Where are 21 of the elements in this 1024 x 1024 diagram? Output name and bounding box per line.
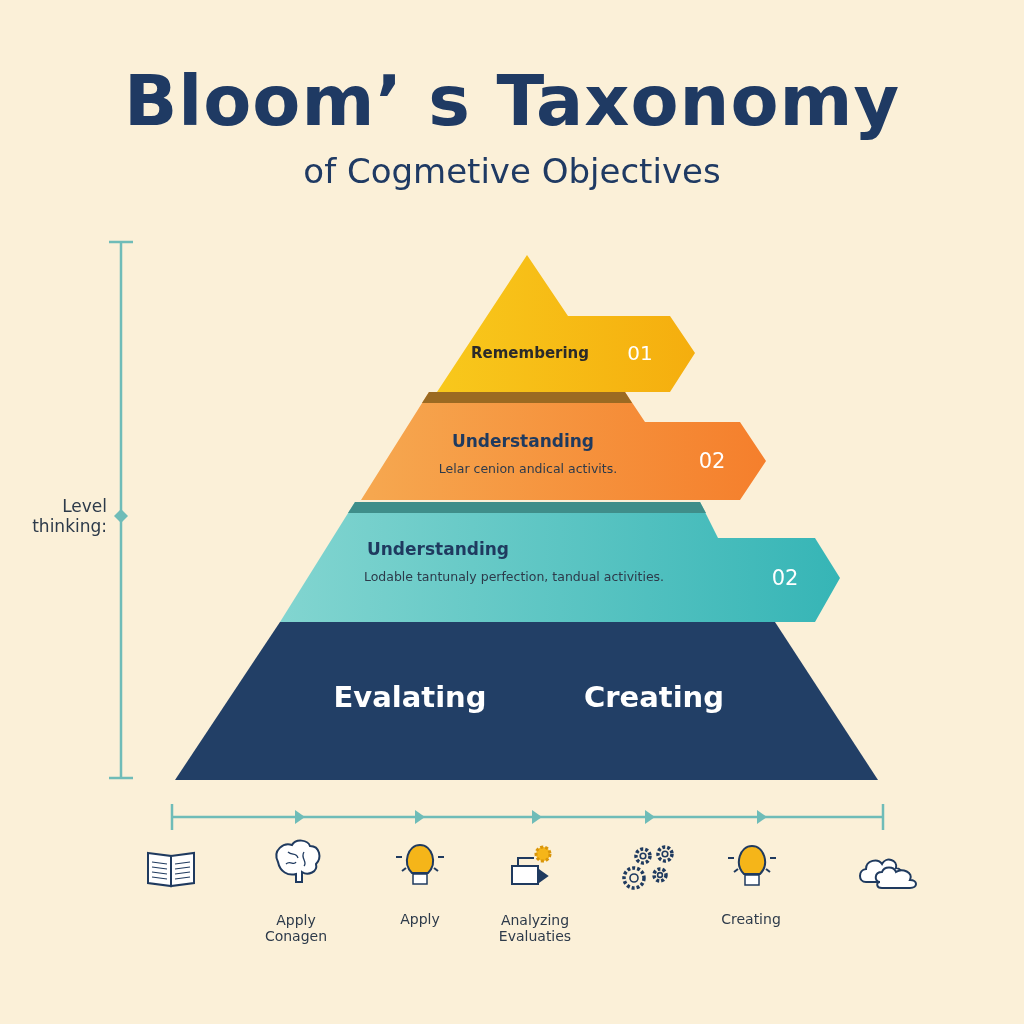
step-label: Analyzing Evaluaties [497,911,573,945]
step-label: Apply [400,910,440,928]
level-number: 02 [698,448,726,474]
step-label: Creating [721,910,781,928]
level-title: Creating [584,681,724,715]
title: Bloom’ s Taxonomy [123,60,901,142]
level-title: Remembering [471,345,589,363]
level-number: 02 [771,565,799,591]
level-description: Lodable tantunaly perfection, tandual activities. [363,569,665,585]
level-title: Understanding [366,540,510,560]
level-title: Evalating [333,681,487,715]
pyramid-level [175,622,878,780]
subtitle: of Cogmetive Objectives [303,152,721,192]
level-title: Understanding [451,432,595,452]
pyramid-level [361,392,766,500]
pyramid-level [280,502,840,622]
axis-label: Level thinking: [31,497,107,537]
pyramid-level [437,255,695,392]
level-number: 01 [627,341,653,365]
step-label: Apply Conagen [263,911,329,945]
level-description: Lelar cenion andical activits. [438,461,618,477]
